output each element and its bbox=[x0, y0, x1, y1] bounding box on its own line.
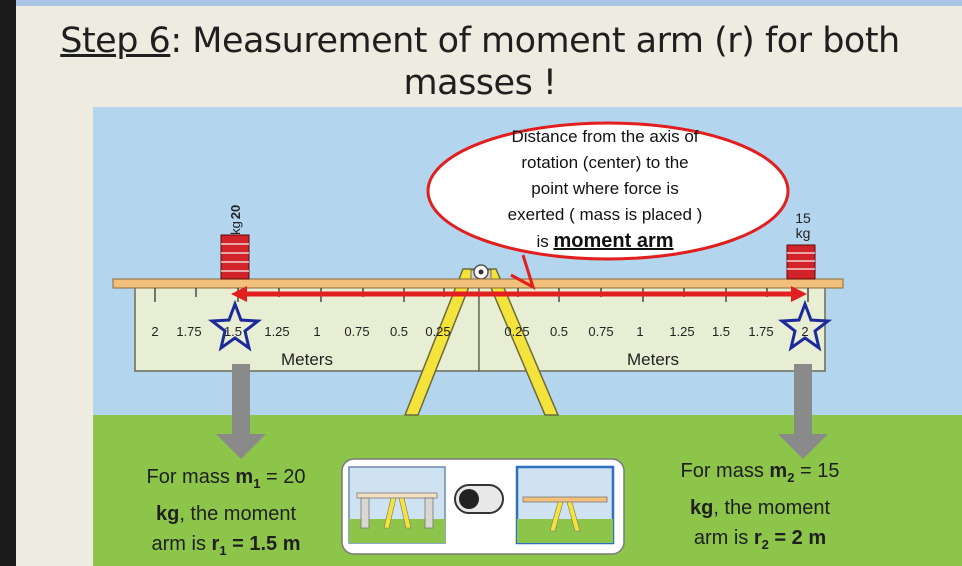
tick-left-1: 1.75 bbox=[176, 324, 201, 339]
mass-right-unit: kg bbox=[796, 225, 811, 241]
meters-label-left: Meters bbox=[281, 350, 333, 369]
left-edge-bar bbox=[0, 0, 16, 566]
right-scale-panel bbox=[478, 286, 826, 372]
tick-left-3: 1.25 bbox=[264, 324, 289, 339]
callout-line-4: exerted ( mass is placed ) bbox=[507, 205, 703, 224]
tick-left-2: 1.5 bbox=[224, 324, 242, 339]
callout-line-3: point where force is bbox=[531, 179, 679, 198]
tick-left-4: 1 bbox=[313, 324, 320, 339]
callout-line-1: Distance from the axis of bbox=[511, 127, 699, 146]
view-toggle-widget bbox=[341, 458, 625, 555]
thumbnail-free[interactable] bbox=[515, 465, 615, 545]
mass-block-right bbox=[786, 244, 816, 280]
meters-label-right: Meters bbox=[627, 350, 679, 369]
tick-right-6: 1.75 bbox=[748, 324, 773, 339]
tick-left-5: 0.75 bbox=[344, 324, 369, 339]
tick-right-2: 0.75 bbox=[588, 324, 613, 339]
mass-right-value: 15 bbox=[795, 210, 811, 226]
toggle-switch[interactable] bbox=[454, 484, 504, 514]
top-accent-bar bbox=[0, 0, 962, 6]
mass-left-unit: kg bbox=[228, 221, 243, 235]
title-step: Step 6 bbox=[60, 21, 171, 61]
star-icon-left bbox=[207, 299, 263, 352]
tick-right-4: 1.25 bbox=[669, 324, 694, 339]
mass-left-value: 20 bbox=[228, 205, 243, 219]
mass-block-left bbox=[220, 234, 250, 280]
seesaw-scene: 2 1.75 1.5 1.25 1 0.75 0.5 0.25 0.25 0.5… bbox=[93, 107, 962, 566]
tick-left-6: 0.5 bbox=[390, 324, 408, 339]
callout-text: Distance from the axis of rotation (cent… bbox=[470, 124, 740, 255]
callout-line-5: is moment arm bbox=[536, 230, 674, 252]
title-text: : Measurement of moment arm (r) for both… bbox=[170, 21, 900, 103]
tick-right-7: 2 bbox=[801, 324, 808, 339]
tick-right-1: 0.5 bbox=[550, 324, 568, 339]
tick-left-0: 2 bbox=[151, 324, 158, 339]
force-arrow-right bbox=[778, 364, 828, 459]
callout-bubble bbox=[426, 121, 790, 261]
star-icon-right bbox=[777, 299, 833, 352]
support-leg-left bbox=[403, 268, 478, 416]
support-leg-right bbox=[481, 268, 560, 416]
force-arrow-left bbox=[216, 364, 266, 459]
tick-right-5: 1.5 bbox=[712, 324, 730, 339]
tick-left-7: 0.25 bbox=[425, 324, 450, 339]
thumbnail-supported[interactable] bbox=[348, 466, 446, 544]
callout-line-2: rotation (center) to the bbox=[521, 153, 689, 172]
slide-title: Step 6: Measurement of moment arm (r) fo… bbox=[60, 20, 900, 104]
callout-pointer bbox=[510, 254, 536, 291]
mass1-description: For mass m1 = 20 kg, the moment arm is r… bbox=[146, 466, 306, 558]
tick-right-0: 0.25 bbox=[504, 324, 529, 339]
plank bbox=[112, 278, 844, 289]
left-scale-panel bbox=[134, 286, 480, 372]
mass2-description: For mass m2 = 15 kg, the moment arm is r… bbox=[680, 460, 840, 552]
moment-arm-arrow bbox=[231, 286, 807, 302]
tick-right-3: 1 bbox=[636, 324, 643, 339]
moment-arm-term: moment arm bbox=[553, 230, 674, 252]
